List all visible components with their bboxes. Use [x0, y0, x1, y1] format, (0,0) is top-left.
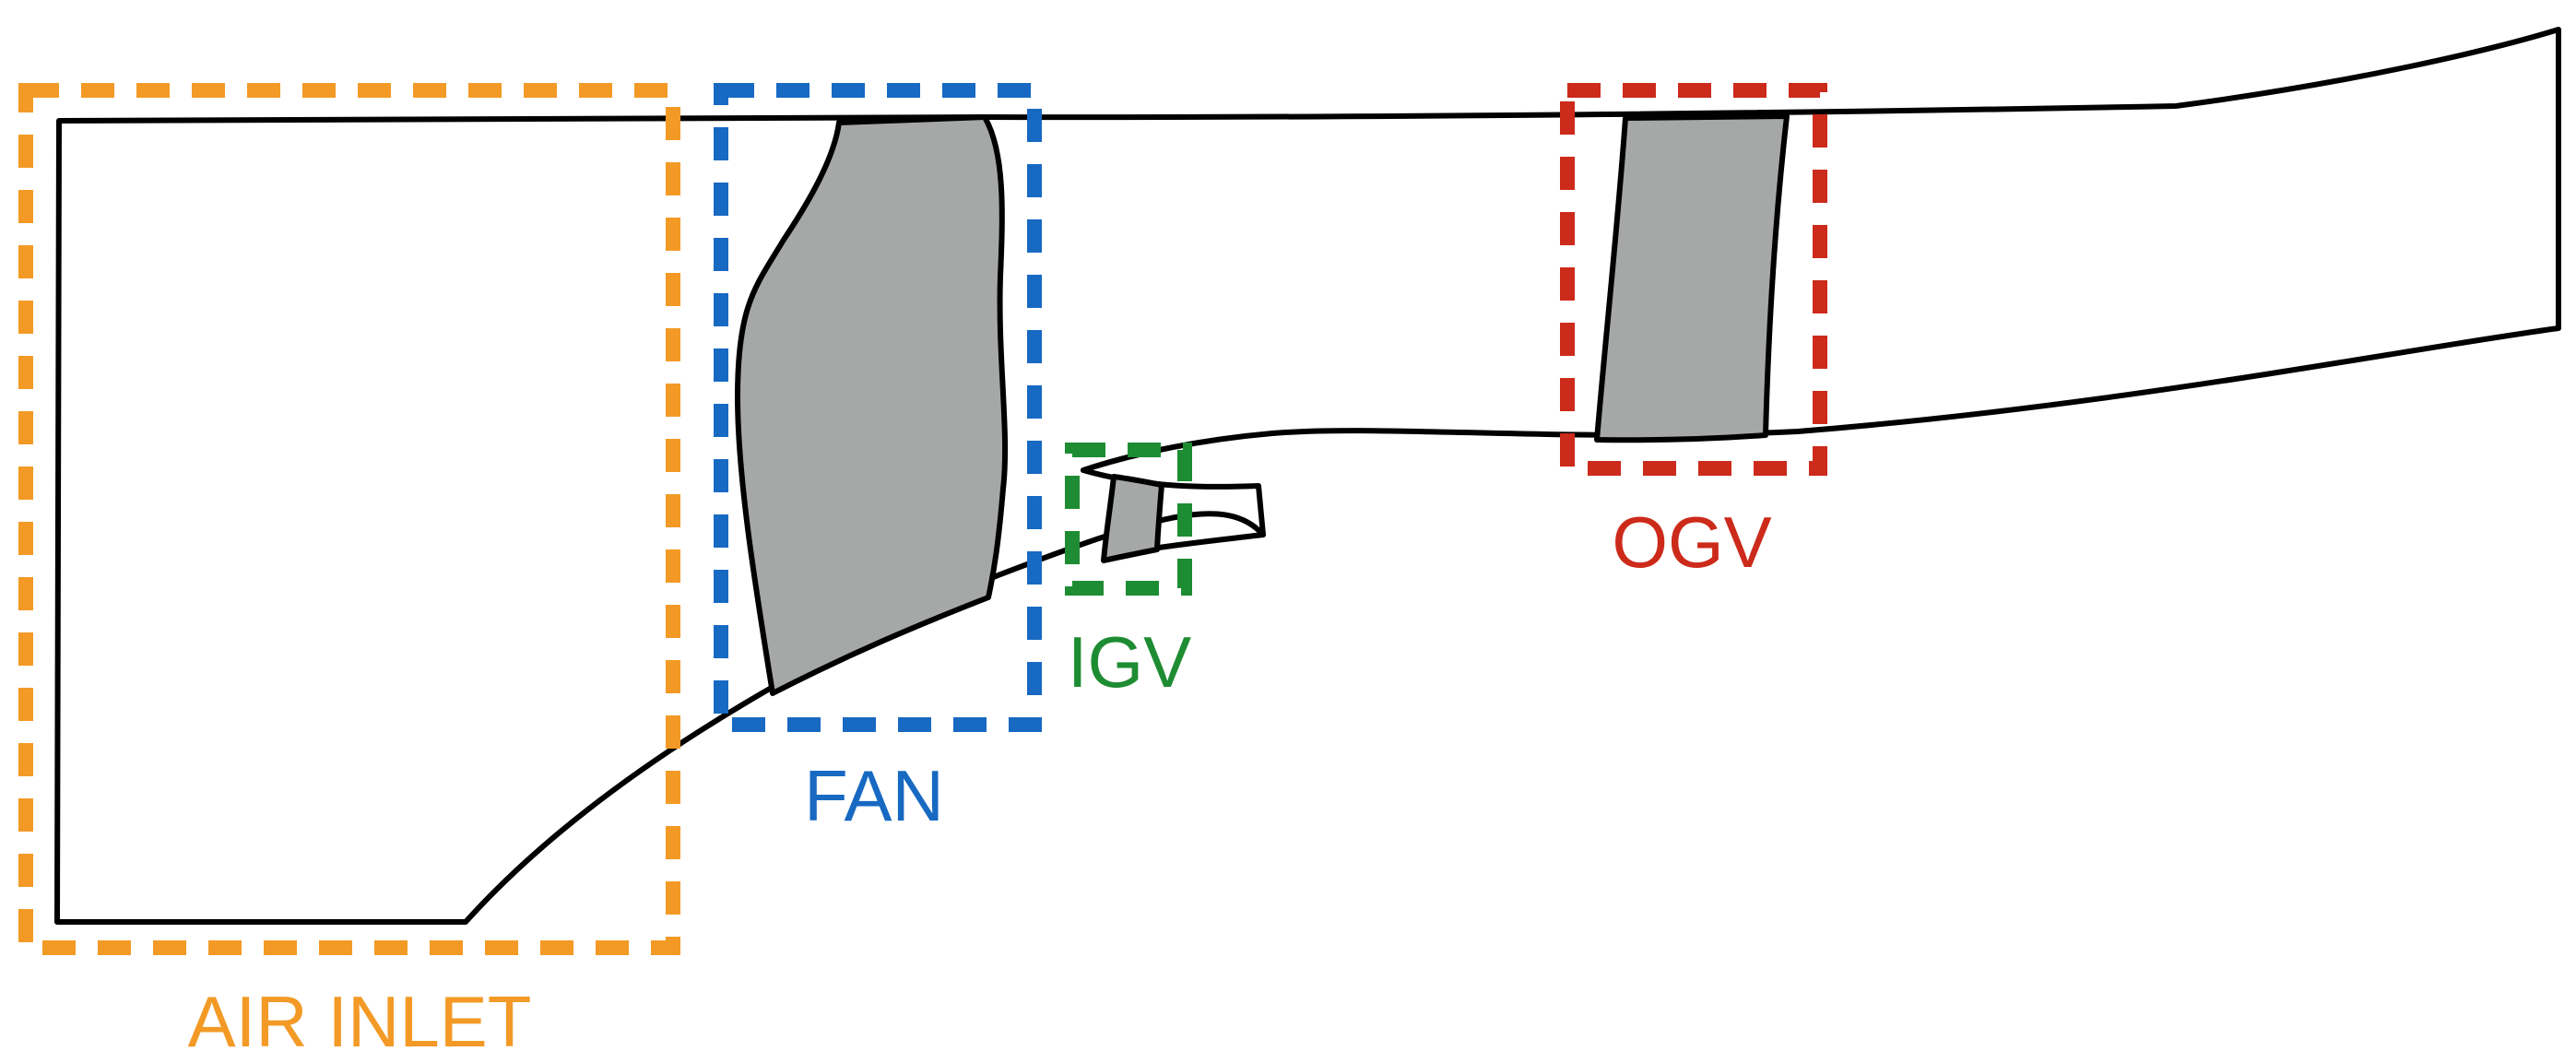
ogv-blade — [1594, 113, 1790, 443]
region-labels: AIR INLET FAN IGV OGV — [188, 502, 1772, 1062]
fan-blade — [735, 114, 1009, 696]
fan-label: FAN — [804, 755, 944, 836]
ogv-box — [1560, 83, 1827, 476]
ogv-label: OGV — [1612, 502, 1771, 583]
igv-label: IGV — [1068, 621, 1191, 703]
igv-blade — [1101, 474, 1164, 563]
air-inlet-label: AIR INLET — [188, 981, 532, 1062]
air-inlet-box — [18, 83, 680, 955]
region-boxes — [18, 83, 1827, 955]
fan-box — [714, 83, 1042, 732]
bypass-outer-casing — [982, 27, 2561, 473]
inlet-outer-wall — [54, 114, 1266, 925]
blades — [735, 113, 1790, 696]
igv-box — [1065, 443, 1192, 596]
duct-walls — [54, 27, 2561, 925]
